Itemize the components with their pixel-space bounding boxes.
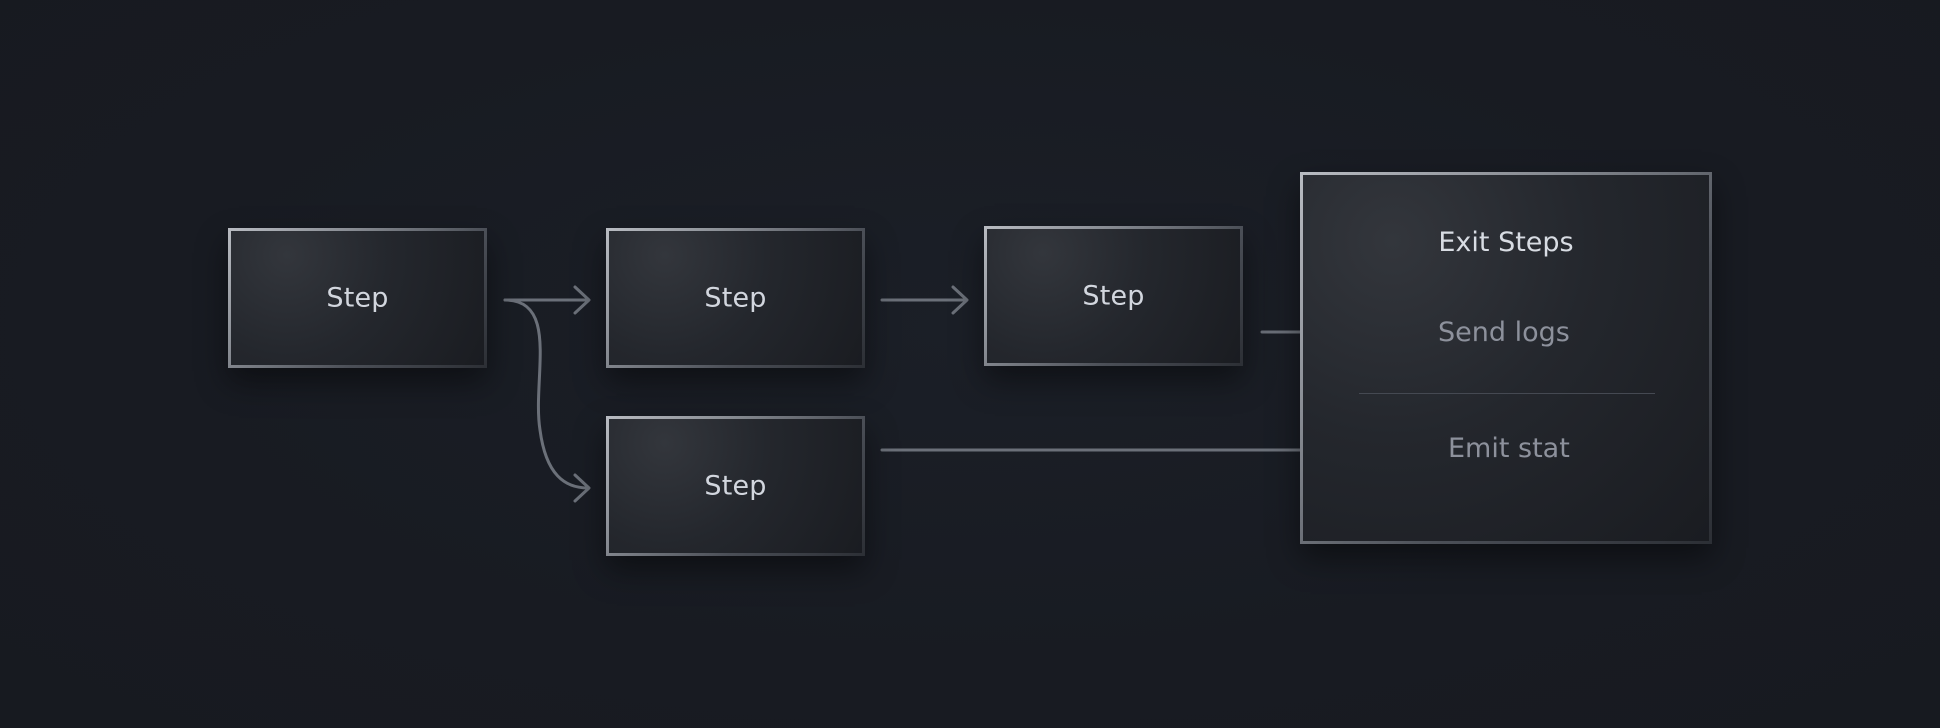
exit-steps-group[interactable]: Exit Steps Send logs Emit stat bbox=[1300, 172, 1712, 544]
step-box-2[interactable]: Step bbox=[606, 228, 865, 368]
exit-steps-title: Exit Steps bbox=[1438, 227, 1574, 258]
exit-item-emit-stat[interactable]: Emit stat bbox=[1448, 433, 1570, 464]
step-box-1[interactable]: Step bbox=[228, 228, 487, 368]
step-label: Step bbox=[704, 282, 767, 314]
connector-step1-step4 bbox=[503, 298, 590, 490]
arrowhead-step4-icon bbox=[573, 473, 591, 503]
arrowhead-step3-icon bbox=[951, 285, 969, 315]
step-label: Step bbox=[326, 282, 389, 314]
step-label: Step bbox=[1082, 280, 1145, 312]
step-box-3[interactable]: Step bbox=[984, 226, 1243, 366]
exit-item-send-logs[interactable]: Send logs bbox=[1438, 317, 1570, 348]
step-box-4[interactable]: Step bbox=[606, 416, 865, 556]
exit-divider bbox=[1359, 393, 1655, 394]
arrowhead-step2-icon bbox=[573, 285, 591, 315]
step-label: Step bbox=[704, 470, 767, 502]
